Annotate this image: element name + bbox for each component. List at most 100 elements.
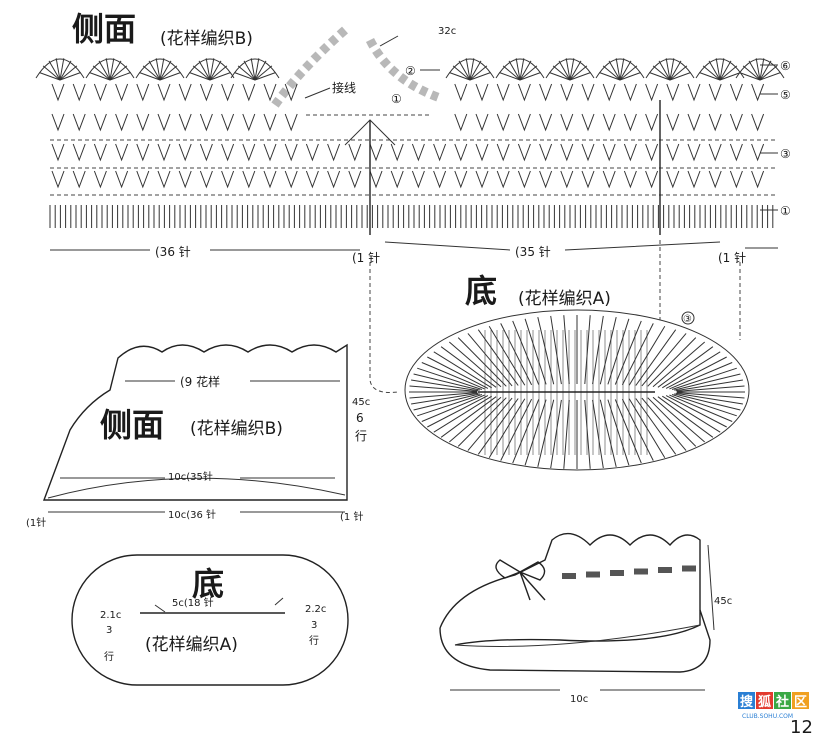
sole-ray [614,320,642,385]
sole-ray [409,385,478,392]
sole-ray [467,397,513,451]
sole-ray [662,351,721,389]
v-stitch [623,83,637,102]
fan-stitch [234,72,256,81]
fan-stitch [237,65,256,81]
sole-ray [413,373,480,391]
fan-stitch [759,72,781,81]
fan-stitch [192,65,211,81]
v-stitch [454,170,468,189]
v-stitch [263,170,277,189]
v-stitch [115,113,129,132]
sole-left-1: 2.1c [100,610,121,621]
shoe-lace-holes [562,565,696,579]
watermark-url: CLUB.SOHU.COM [742,713,793,720]
fan-stitch [469,72,491,81]
sole-ray [448,396,502,443]
watermark-tile-2 [756,692,773,709]
sole-ray [599,316,617,385]
stitch-count-label: 32c [438,26,456,37]
fan-stitch [39,72,61,81]
v-stitch [623,143,637,162]
fan-edge [185,58,235,79]
sole-ray [413,393,480,411]
fan-stitch [669,72,691,81]
sole-ray [421,394,485,422]
fan-stitch [452,65,471,81]
side-left-corner: (1针 [26,516,46,529]
fan-stitch [652,65,671,81]
fan-stitch [48,60,61,81]
v-stitch [136,143,150,162]
v-stitch [517,170,531,189]
fan-stitch [619,65,638,81]
fan-stitch [109,58,115,81]
fan-stitch [719,72,741,81]
sole-start-marker: ③ [683,314,692,325]
sole-ray [675,392,743,405]
fan-stitch [209,58,215,81]
v-stitch [51,83,65,102]
fan-stitch [552,65,571,81]
v-stitch [348,170,362,189]
guide-lines [369,240,741,393]
fan-edge [135,58,185,79]
v-stitch [72,143,86,162]
v-stitch [751,83,765,102]
stitch-rows [35,58,785,228]
sole-chart-subtitle: (花样编织A) [518,289,611,309]
shoe-illustration: 45c 10c [439,532,732,705]
sole-ray [635,329,677,386]
arrow-line [379,35,399,47]
sole-ray [662,395,721,433]
fan-stitch [702,65,721,81]
base-mid-label: (1 针 [352,250,380,265]
shoe-height-label: 45c [714,596,732,607]
sole-center-bracket [154,597,284,613]
fan-edge [545,58,595,79]
fan-stitch [55,58,61,81]
fan-stitch [502,65,521,81]
fan-stitch [669,58,675,81]
fan-edge [495,58,545,79]
shoe-sole-outline [439,609,711,673]
v-stitch [221,83,235,102]
side-panel-outline [42,343,348,501]
v-stitch [581,83,595,102]
start-marker-2: ② [405,64,416,78]
v-stitch [687,170,701,189]
fan-stitch [558,60,571,81]
v-stitch [687,83,701,102]
sole-ray [477,398,519,455]
fan-stitch [469,58,475,81]
v-stitch [560,170,574,189]
fan-edge [35,58,85,79]
fan-stitch [715,58,721,81]
fan-stitch [59,60,72,81]
fan-stitch [599,72,621,81]
v-stitch [517,143,531,162]
v-stitch [751,143,765,162]
fan-stitch [254,60,267,81]
fan-stitch [739,72,761,81]
fan-edge [735,58,785,79]
v-stitch [602,170,616,189]
v-stitch [263,113,277,132]
v-stitch [454,113,468,132]
sole-left-2: 3 [106,625,112,636]
sole-ray [512,399,540,464]
sole-ray [614,399,642,464]
fan-stitch [519,60,532,81]
sole-ray [652,396,706,443]
fan-stitch [159,65,178,81]
fan-stitch [89,72,111,81]
fan-stitch [549,72,571,81]
sole-ray [599,399,617,468]
fan-stitch [59,72,81,81]
v-stitch [284,143,298,162]
lace-hole [610,570,624,576]
sole-ray [550,399,562,469]
v-stitch [242,113,256,132]
sole-start-circle [681,311,695,325]
